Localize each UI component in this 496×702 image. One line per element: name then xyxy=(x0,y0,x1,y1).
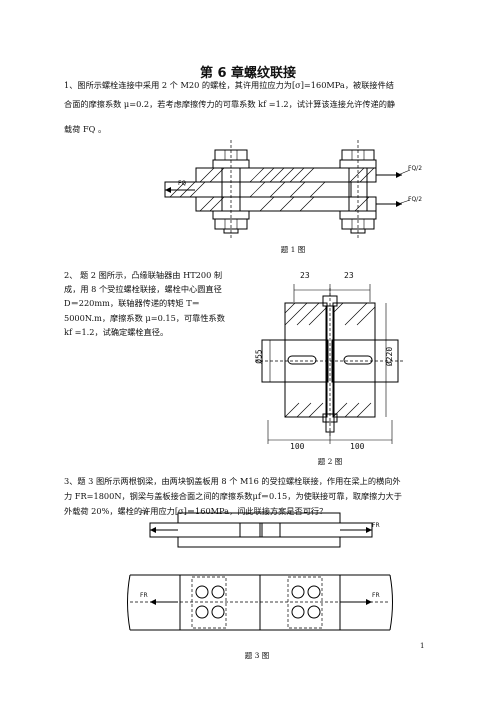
fig2-dim-bottom-right: 100 xyxy=(350,442,365,451)
fig1-bolt-left xyxy=(212,140,250,240)
q2-line-1: 2、 题 2 图所示，凸缘联轴器由 HT200 制 xyxy=(64,270,223,280)
q2-line-4: 5000N.m，摩擦系数 μ=0.15，可靠性系数 xyxy=(64,312,225,323)
fig3-label-top-left: FR xyxy=(140,510,148,517)
q2-line-5: kf =1.2，试确定螺栓直径。 xyxy=(64,326,169,337)
q3-line-2: 力 FR=1800N，钢梁与盖板接合面之间的摩擦系数μf＝0.15，为使联接可靠… xyxy=(64,491,402,501)
q3-line-3: 外载荷 20%，螺栓的许用应力[σ]＝160MPa，问此联接方案是否可行？ xyxy=(64,506,328,516)
fig2-dim-bottom-left: 100 xyxy=(290,442,305,451)
fig2-dim-top-right: 23 xyxy=(344,271,354,280)
q2-line-2: 成，用 8 个受拉螺栓联接，螺栓中心圆直径 xyxy=(64,284,222,295)
fig1-bolt-right xyxy=(339,140,377,240)
fig3-bottom-cover xyxy=(177,536,341,548)
page-title: 第 6 章螺纹联接 xyxy=(199,66,297,81)
page-number: 1 xyxy=(420,642,425,650)
q3-line-1: 3、题 3 图所示两根钢梁，由两块钢盖板用 8 个 M16 的受拉螺栓联接，作用… xyxy=(64,476,401,486)
fig3-label-top-right: FR xyxy=(372,522,380,529)
fig2-left-flange xyxy=(284,302,328,418)
fig1-caption: 题 1 图 xyxy=(280,245,306,254)
fig3-caption: 题 3 图 xyxy=(244,651,270,660)
q2-text: 2、 题 2 图所示，凸缘联轴器由 HT200 制 成，用 8 个受拉螺栓联接，… xyxy=(64,268,260,339)
q1-line-1: 1、图所示螺栓连接中采用 2 个 M20 的螺栓，其许用拉应力为[σ]=160M… xyxy=(64,80,394,90)
fig1-label-left: FQ xyxy=(178,180,187,187)
fig2-right-flange xyxy=(332,302,376,418)
fig1-label-right-bottom: FQ/2 xyxy=(408,196,423,203)
fig2-caption: 题 2 图 xyxy=(317,457,343,466)
q1-line-2: 合面的摩擦系数 μ=0.2，若考虑摩擦传力的可靠系数 kf =1.2，试计算该连… xyxy=(64,99,396,109)
fig1-label-right-top: FQ/2 xyxy=(408,165,423,172)
fig3-label-bottom-left: FR xyxy=(140,592,148,599)
fig3-top-cover xyxy=(177,512,341,524)
fig3-label-bottom-right: FR xyxy=(372,592,380,599)
fig2-dim-top-left: 23 xyxy=(300,271,310,280)
q3-text: 3、题 3 图所示两根钢梁，由两块钢盖板用 8 个 M16 的受拉螺栓联接，作用… xyxy=(64,474,464,519)
q1-line-3: 载荷 FQ 。 xyxy=(64,124,107,134)
q2-line-3: D＝220mm，联轴器传递的转矩 T＝ xyxy=(64,298,200,309)
q1-text: 1、图所示螺栓连接中采用 2 个 M20 的螺栓，其许用拉应力为[σ]=160M… xyxy=(64,78,464,137)
fig3-bolt-holes xyxy=(191,576,323,629)
